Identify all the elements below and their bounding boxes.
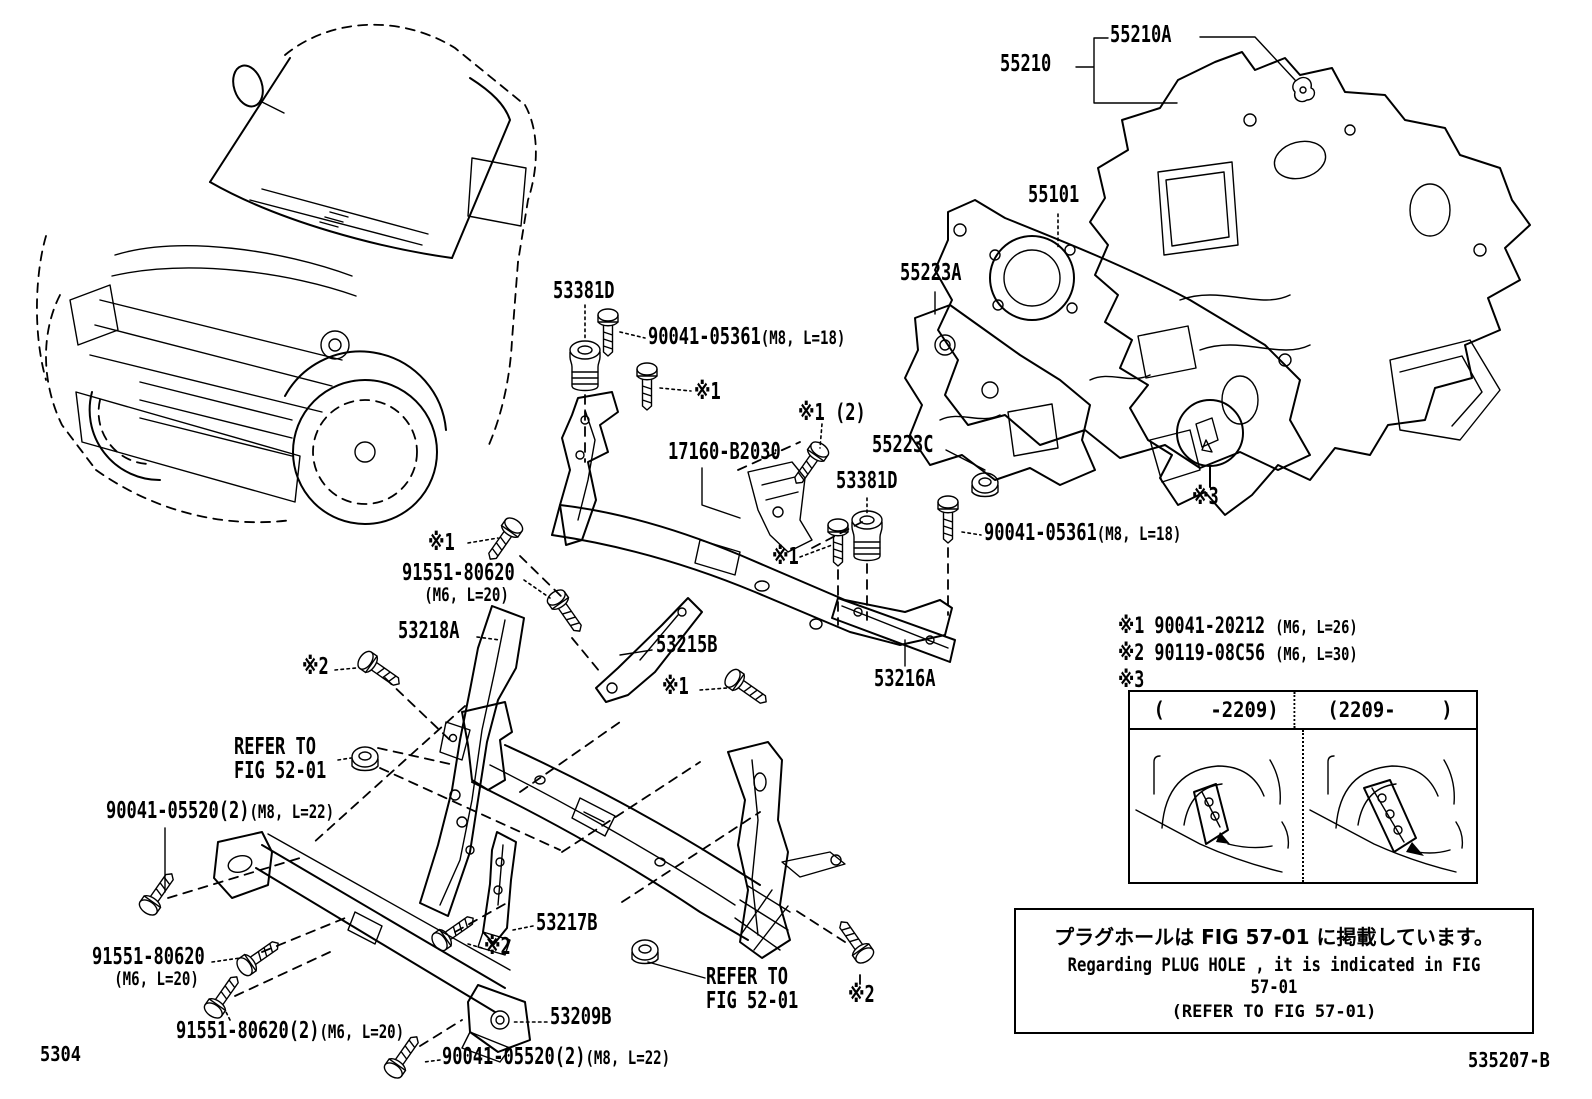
plug-note-reference: (REFER TO FIG 57-01) <box>1171 1001 1377 1022</box>
callout-90041-05520-left: 90041-05520(2)(M8, L=22) <box>106 798 335 824</box>
plug-note-english: Regarding PLUG HOLE , it is indicated in… <box>1067 953 1481 998</box>
variant-after-header: (2209- ) <box>1327 698 1453 722</box>
lower-member-53209B-drawing <box>213 831 531 1063</box>
callout-ref3-a: ※3 <box>1192 484 1219 510</box>
figure-code: 535207-B <box>1468 1048 1550 1072</box>
variant-after-sketch <box>1304 730 1476 882</box>
callout-ref2-b: ※2 <box>484 934 511 960</box>
callout-55210A: 55210A <box>1110 22 1172 48</box>
leader-lines <box>164 36 1296 1063</box>
callout-90041-05361-upper: 90041-05361(M8, L=18) <box>648 324 846 350</box>
detail-circle-ref3 <box>1176 399 1244 488</box>
callout-53215B: 53215B <box>656 632 718 658</box>
note-ref3: ※3 <box>1118 667 1145 693</box>
clip-55210A-icon <box>1292 76 1316 103</box>
callout-ref1-d: ※1 <box>772 544 799 570</box>
fastener-icons <box>135 76 1316 1082</box>
side-support-53218A-drawing <box>419 605 525 917</box>
callout-55210: 55210 <box>1000 51 1052 77</box>
vehicle-sketch <box>36 23 537 525</box>
callout-ref1-a: ※1 <box>694 379 721 405</box>
callout-refer-fig-5201-bottom: REFER TO FIG 52-01 <box>706 964 799 1014</box>
radiator-support-upper-drawing <box>551 391 956 663</box>
callout-55223A: 55223A <box>900 260 962 286</box>
callout-53218A: 53218A <box>398 618 460 644</box>
callout-17160-B2030: 17160-B2030 <box>668 439 781 465</box>
callout-55223C: 55223C <box>872 432 934 458</box>
callout-ref1-e: ※1 <box>662 674 689 700</box>
callout-55101: 55101 <box>1028 182 1080 208</box>
page-number: 5304 <box>40 1042 81 1066</box>
plug-hole-note-box: プラグホールは FIG 57-01 に掲載しています。 Regarding PL… <box>1014 908 1534 1034</box>
dash-panel-drawing <box>934 199 1311 471</box>
reference-notes: ※1 90041-20212 (M6, L=26) ※2 90119-08C56… <box>1118 614 1358 694</box>
front-lower-panel-drawing <box>461 701 846 959</box>
callout-53381D-upper: 53381D <box>553 278 615 304</box>
note-ref2: ※2 90119-08C56 (M6, L=30) <box>1118 640 1358 666</box>
bracket-53215B-drawing <box>595 597 703 703</box>
note-ref1: ※1 90041-20212 (M6, L=26) <box>1118 614 1358 639</box>
callout-91551-80620-2x: 91551-80620(2)(M6, L=20) <box>176 1018 405 1044</box>
plug-note-japanese: プラグホールは FIG 57-01 に掲載しています。 <box>1054 924 1494 949</box>
variant-before-header: ( -2209) <box>1139 692 1296 728</box>
callout-91551-80620-upper: 91551-80620(M6, L=20) <box>402 560 515 606</box>
callout-ref2-c: ※2 <box>848 982 875 1008</box>
dash-insulator-drawing <box>904 304 1096 486</box>
callout-91551-80620-lower: 91551-80620(M6, L=20) <box>92 944 205 990</box>
dash-panel-insulator-drawing <box>1089 51 1531 516</box>
callout-ref1-b: ※1 (2) <box>798 400 866 426</box>
callout-53216A: 53216A <box>874 666 936 692</box>
callout-refer-fig-5201-left: REFER TO FIG 52-01 <box>234 734 327 784</box>
callout-ref1-c: ※1 <box>428 530 455 556</box>
callout-90041-05520-bottom: 90041-05520(2)(M8, L=22) <box>442 1044 671 1070</box>
stay-53217B-drawing <box>477 831 517 956</box>
variant-before-sketch <box>1130 730 1304 882</box>
callout-90041-05361-lower: 90041-05361(M8, L=18) <box>984 520 1182 546</box>
callout-ref2-a: ※2 <box>302 654 329 680</box>
variant-comparison-table: ( -2209) (2209- ) <box>1128 690 1478 884</box>
callout-53381D-lower: 53381D <box>836 468 898 494</box>
callout-53217B: 53217B <box>536 910 598 936</box>
callout-53209B: 53209B <box>550 1004 612 1030</box>
